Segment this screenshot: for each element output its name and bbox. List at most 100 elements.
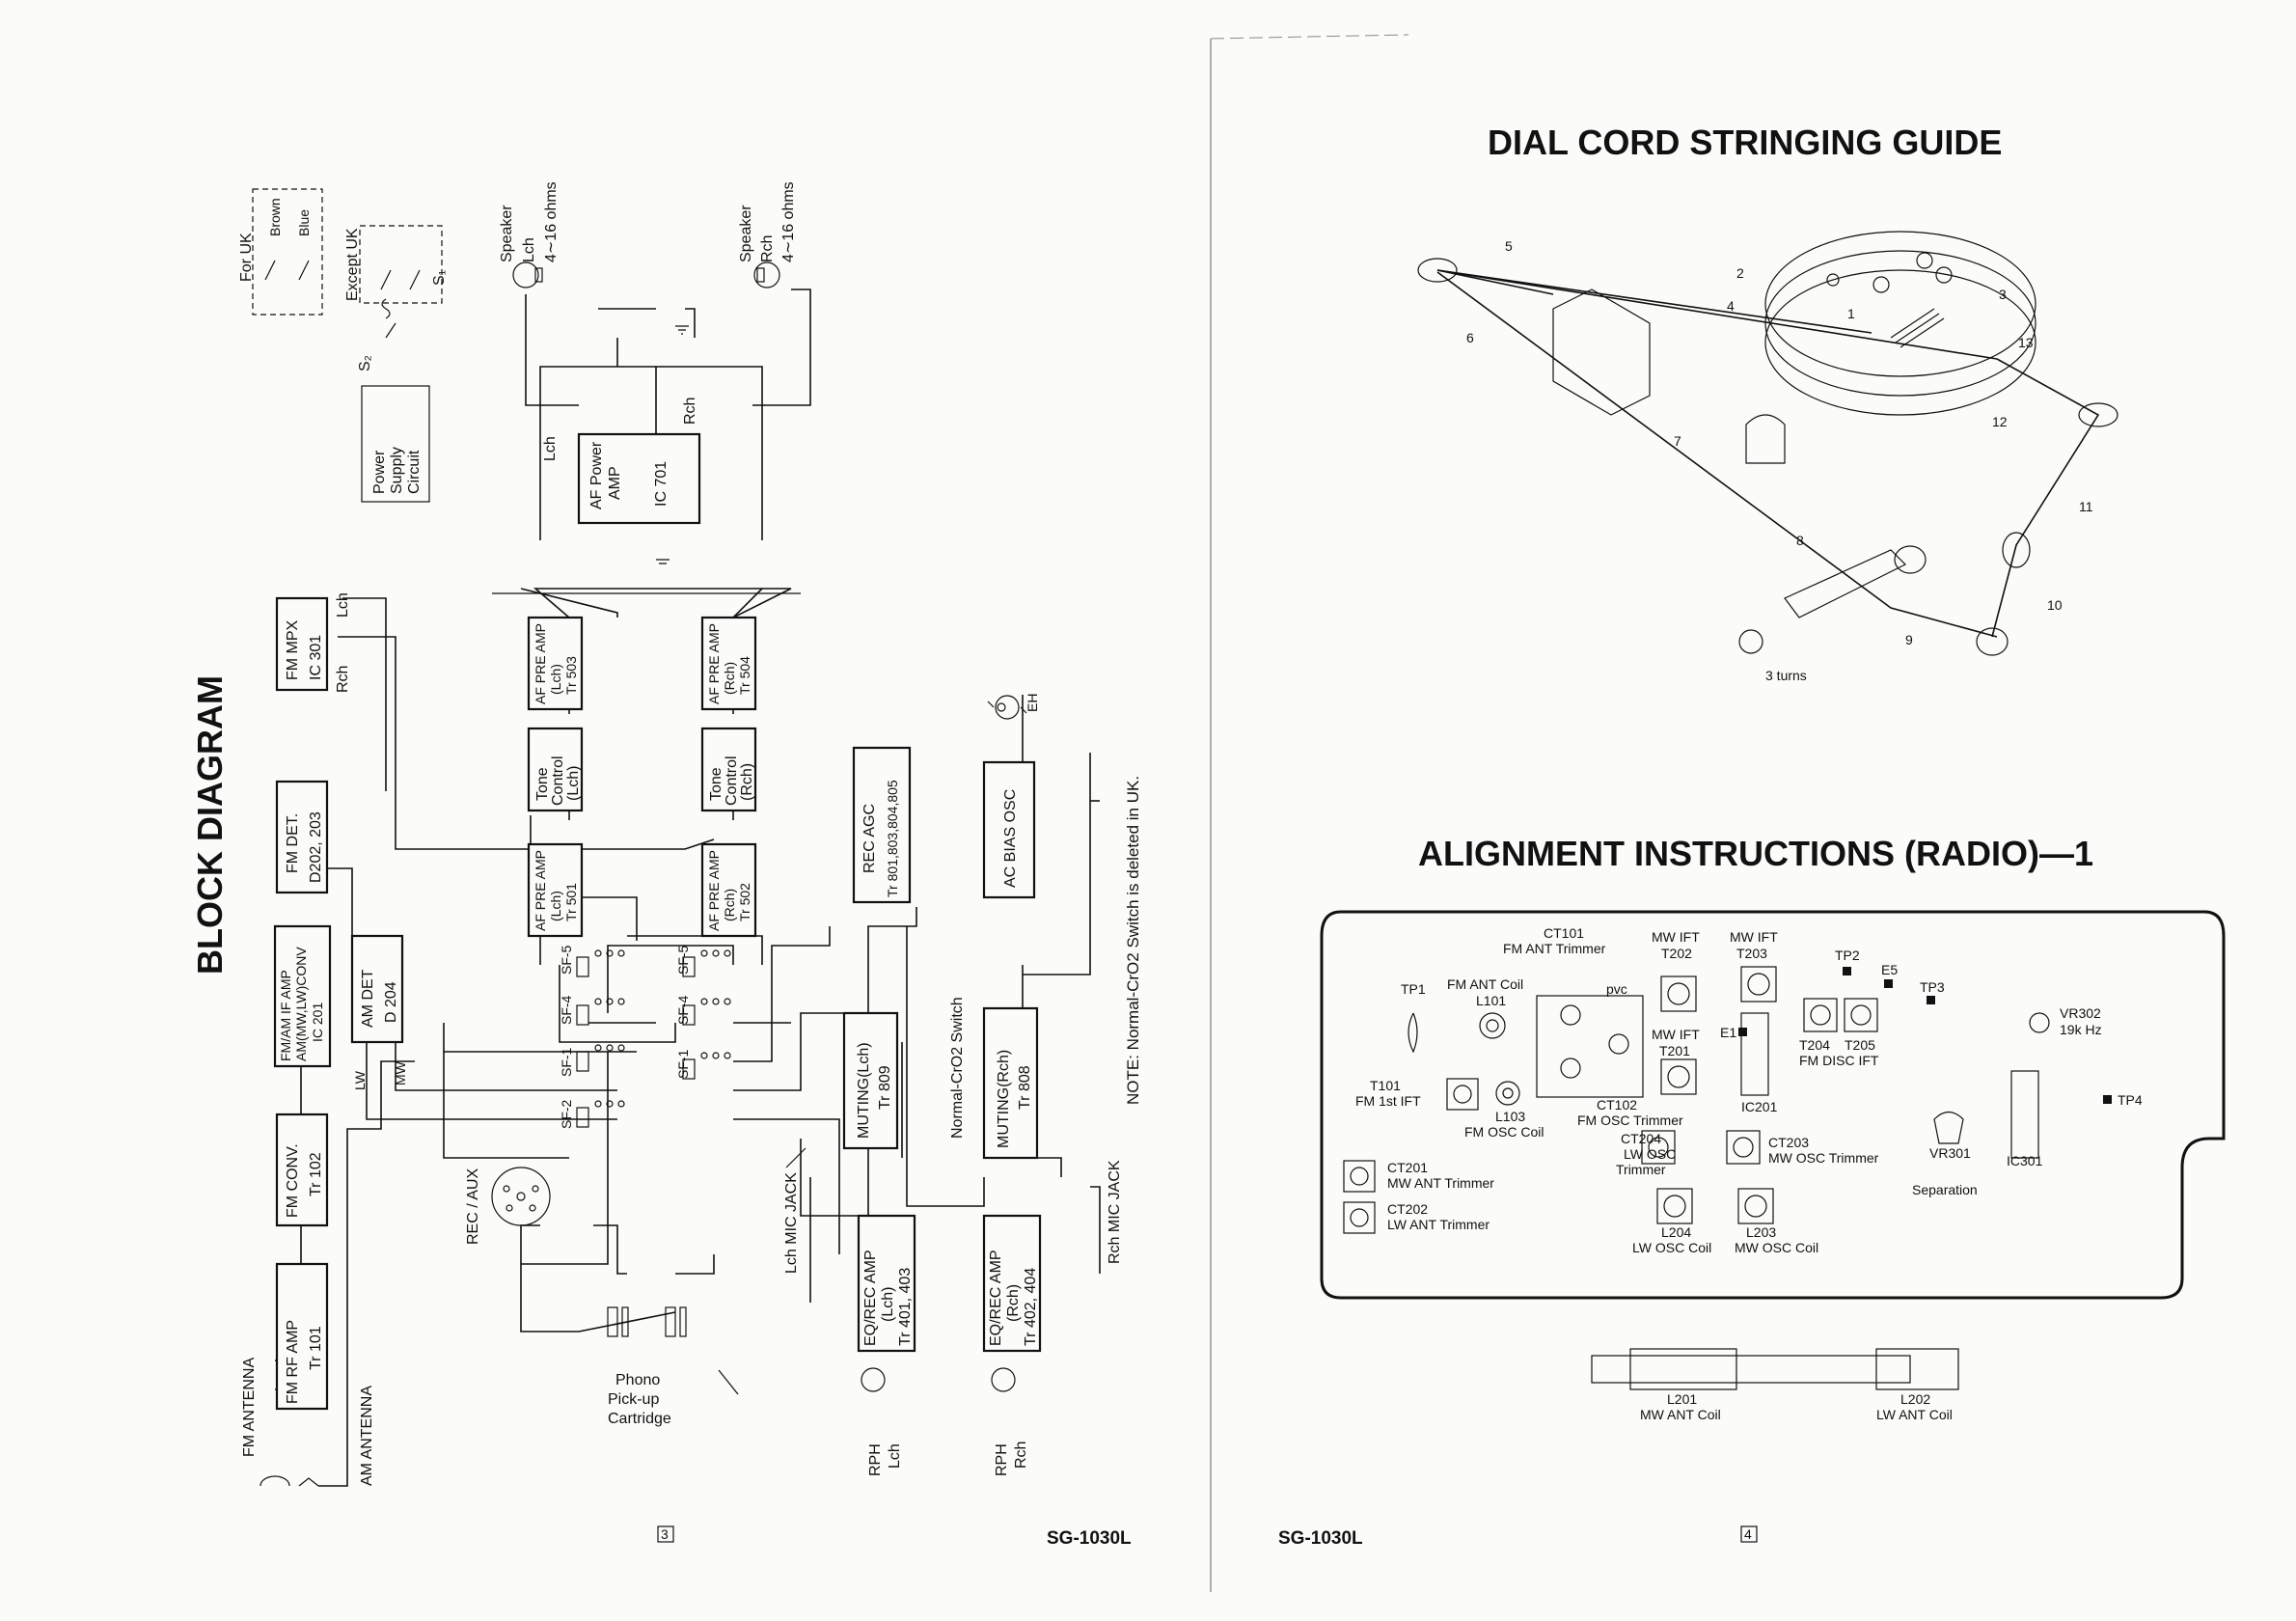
svg-text:CT202: CT202 [1387, 1201, 1428, 1217]
svg-text:VR302: VR302 [2060, 1005, 2101, 1021]
svg-text:Trimmer: Trimmer [1616, 1162, 1666, 1177]
block-muting-l: MUTING(Lch) Tr 809 [842, 1011, 899, 1150]
svg-text:FM ANT Coil: FM ANT Coil [1447, 976, 1523, 992]
svg-text:5: 5 [1505, 238, 1513, 254]
svg-text:AF PRE AMP: AF PRE AMP [706, 850, 722, 931]
lch-mic-jack-label: Lch MIC JACK [783, 1172, 800, 1274]
svg-text:SF-5: SF-5 [559, 945, 574, 975]
svg-text:SF-2: SF-2 [559, 1099, 574, 1129]
svg-text:LW OSC Coil: LW OSC Coil [1632, 1240, 1711, 1255]
svg-text:CT201: CT201 [1387, 1160, 1428, 1175]
svg-text:(Lch): (Lch) [880, 1287, 896, 1322]
svg-text:(Rch): (Rch) [739, 763, 755, 801]
svg-text:(Rch): (Rch) [1005, 1284, 1022, 1322]
svg-text:pvc: pvc [1606, 981, 1627, 997]
svg-text:AF PRE AMP: AF PRE AMP [706, 623, 722, 704]
block-diagram-title: BLOCK DIAGRAM [190, 675, 230, 975]
svg-text:Tone: Tone [534, 767, 551, 801]
svg-text:FM RF AMP: FM RF AMP [285, 1320, 301, 1404]
svg-text:Power: Power [371, 450, 388, 494]
svg-text:CT101: CT101 [1544, 925, 1584, 941]
svg-text:Tr 809: Tr 809 [877, 1065, 893, 1110]
svg-text:Tr 502: Tr 502 [737, 883, 752, 921]
cord-step-numbers: 1 2 3 4 5 6 7 8 9 10 11 12 13 [1466, 238, 2093, 647]
svg-text:Lch: Lch [335, 592, 351, 618]
block-af-preamp-504: AF PRE AMP (Rch) Tr 504 [700, 616, 757, 711]
svg-text:AC BIAS OSC: AC BIAS OSC [1002, 789, 1019, 888]
svg-text:TP2: TP2 [1835, 948, 1860, 963]
svg-text:Tr 801,803,804,805: Tr 801,803,804,805 [885, 780, 900, 897]
dial-cord-guide: DIAL CORD STRINGING GUIDE [1417, 123, 2118, 683]
svg-text:13: 13 [2018, 335, 2034, 350]
svg-text:CT204: CT204 [1621, 1131, 1661, 1146]
svg-text:8: 8 [1796, 533, 1804, 548]
svg-text:E1: E1 [1720, 1025, 1736, 1040]
pcb-outline [1320, 910, 2226, 1300]
speaker-r-label: Speaker [738, 205, 754, 262]
svg-text:MUTING(Lch): MUTING(Lch) [856, 1042, 872, 1139]
svg-text:4: 4 [1727, 298, 1735, 314]
svg-text:CT203: CT203 [1768, 1135, 1809, 1150]
svg-text:Rch: Rch [1013, 1442, 1029, 1469]
svg-text:EH: EH [1025, 694, 1040, 712]
svg-text:10: 10 [2047, 597, 2063, 613]
block-fm-det: FM DET. D202, 203 [275, 780, 329, 894]
svg-text:FM/AM IF AMP: FM/AM IF AMP [278, 970, 293, 1061]
svg-text:IC 201: IC 201 [310, 1003, 325, 1042]
alignment-title: ALIGNMENT INSTRUCTIONS (RADIO)—1 [1418, 834, 2093, 873]
svg-text:(Lch): (Lch) [548, 664, 563, 695]
svg-text:Control: Control [550, 756, 566, 806]
svg-text:SF-5: SF-5 [675, 945, 691, 975]
svg-text:FM DISC IFT: FM DISC IFT [1799, 1053, 1879, 1068]
svg-text:SF-4: SF-4 [559, 995, 574, 1025]
svg-text:IC 301: IC 301 [308, 635, 324, 680]
block-rec-agc: REC AGC Tr 801,803,804,805 [852, 746, 912, 904]
svg-text:L103: L103 [1495, 1109, 1525, 1124]
svg-text:Tr 402, 404: Tr 402, 404 [1023, 1268, 1039, 1346]
block-diagram: BLOCK DIAGRAM [190, 181, 1142, 1549]
page-number-box-4 [1740, 1525, 1758, 1543]
svg-text:Lch: Lch [887, 1443, 903, 1469]
svg-text:FM CONV.: FM CONV. [285, 1143, 301, 1218]
svg-text:T101: T101 [1370, 1078, 1401, 1093]
block-af-preamp-501: AF PRE AMP (Lch) Tr 501 [527, 842, 584, 938]
svg-text:MUTING(Rch): MUTING(Rch) [996, 1050, 1012, 1148]
svg-text:RPH: RPH [867, 1443, 884, 1476]
dial-pointer [1552, 288, 1651, 416]
svg-text:MW OSC Trimmer: MW OSC Trimmer [1768, 1150, 1879, 1166]
svg-text:MW ANT Coil: MW ANT Coil [1640, 1407, 1721, 1422]
svg-text:MW ANT Trimmer: MW ANT Trimmer [1387, 1175, 1494, 1191]
block-fm-conv: FM CONV. Tr 102 [275, 1113, 329, 1227]
pulley-right [2078, 402, 2118, 427]
svg-text:L203: L203 [1746, 1224, 1776, 1240]
block-eq-rec-amp-r: EQ/REC AMP (Rch) Tr 402, 404 [982, 1214, 1042, 1353]
page-number-4: 4 [1744, 1526, 1752, 1542]
svg-text:9: 9 [1905, 632, 1913, 647]
svg-text:Circuit: Circuit [406, 450, 423, 494]
svg-text:Tr 401, 403: Tr 401, 403 [897, 1268, 914, 1346]
page-number-box-3 [657, 1525, 674, 1543]
model-number-left: SG-1030L [1047, 1528, 1132, 1549]
svg-text:Lch: Lch [521, 237, 537, 262]
svg-text:FM 1st IFT: FM 1st IFT [1355, 1093, 1421, 1109]
svg-text:Supply: Supply [389, 447, 405, 494]
svg-text:IC301: IC301 [2007, 1153, 2043, 1168]
block-af-power-amp: AF Power AMP IC 701 [577, 432, 701, 525]
svg-text:4∼16 ohms: 4∼16 ohms [780, 181, 797, 262]
svg-text:L204: L204 [1661, 1224, 1691, 1240]
block-af-preamp-503: AF PRE AMP (Lch) Tr 503 [527, 616, 584, 711]
svg-text:(Rch): (Rch) [722, 889, 737, 921]
svg-text:1: 1 [1847, 306, 1855, 321]
svg-text:TP4: TP4 [2118, 1092, 2143, 1108]
svg-text:SF-1: SF-1 [675, 1049, 691, 1079]
svg-text:D 204: D 204 [383, 981, 399, 1023]
svg-text:S₂: S₂ [357, 355, 373, 371]
svg-text:E5: E5 [1881, 962, 1898, 977]
rch-mic-jack-label: Rch MIC JACK [1107, 1160, 1123, 1264]
svg-text:(Rch): (Rch) [722, 662, 737, 695]
dial-drum [1764, 231, 2036, 416]
svg-text:RPH: RPH [994, 1443, 1010, 1476]
svg-text:MW OSC Coil: MW OSC Coil [1735, 1240, 1818, 1255]
svg-text:11: 11 [2079, 499, 2093, 514]
din-connector [491, 1167, 551, 1226]
